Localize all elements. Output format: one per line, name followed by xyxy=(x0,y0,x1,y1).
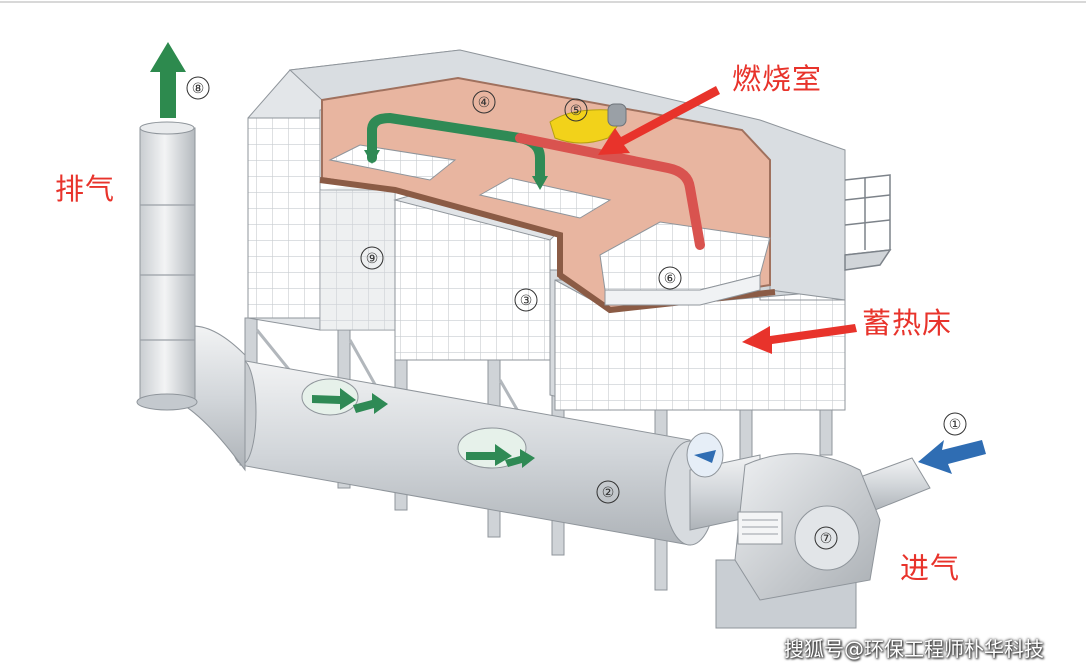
svg-text:④: ④ xyxy=(478,95,491,111)
marker-8: ⑧ xyxy=(186,76,210,100)
marker-7: ⑦ xyxy=(814,526,838,550)
watermark: 搜狐号@环保工程师朴华科技 xyxy=(784,637,1044,661)
svg-text:⑧: ⑧ xyxy=(192,81,205,97)
label-exhaust: 排气 xyxy=(55,172,116,206)
marker-9: ⑨ xyxy=(360,246,384,270)
dampers xyxy=(686,432,724,478)
marker-3: ③ xyxy=(514,288,538,312)
left-tower xyxy=(247,49,461,331)
flow-path xyxy=(367,112,705,250)
exhaust-up-arrow-icon xyxy=(150,42,186,118)
marker-2: ② xyxy=(596,480,620,504)
regenerative-beds xyxy=(328,144,771,306)
fan-unit xyxy=(715,453,881,629)
svg-text:⑨: ⑨ xyxy=(366,251,379,267)
platform-railing xyxy=(844,174,892,271)
svg-text:⑥: ⑥ xyxy=(664,271,677,287)
label-regenerative-bed: 蓄热床 xyxy=(862,306,953,340)
marker-4: ④ xyxy=(472,90,496,114)
svg-text:⑦: ⑦ xyxy=(820,531,833,547)
inlet-arrow-icon xyxy=(918,440,986,474)
callout-arrow-icon xyxy=(598,86,857,354)
exhaust-stack xyxy=(136,121,198,411)
svg-text:②: ② xyxy=(602,485,615,501)
flow-arrow-icon xyxy=(532,176,548,190)
flow-arrow-icon xyxy=(312,388,535,468)
label-combustion-chamber: 燃烧室 xyxy=(732,62,823,96)
marker-5: ⑤ xyxy=(564,98,588,122)
label-inlet: 进气 xyxy=(900,551,961,585)
svg-text:③: ③ xyxy=(520,293,533,309)
svg-text:⑤: ⑤ xyxy=(570,103,583,119)
flow-arrow-icon xyxy=(364,150,380,164)
svg-text:①: ① xyxy=(949,417,962,433)
number-markers: ① ② ③ ④ ⑤ ⑥ ⑦ ⑧ ⑨ xyxy=(186,76,967,550)
marker-6: ⑥ xyxy=(658,266,682,290)
marker-1: ① xyxy=(943,412,967,436)
